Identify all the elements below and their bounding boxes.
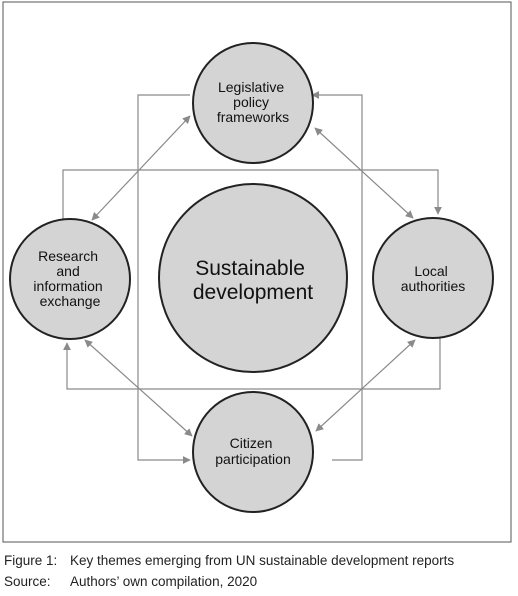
node-center-circle [158, 183, 348, 373]
connector-left-to-right-top-route [62, 169, 442, 220]
source-caption: Source: Authors’ own compilation, 2020 [4, 574, 257, 589]
node-right: Local authorities [372, 217, 494, 339]
connector-right-bottom-diagonal [315, 339, 416, 432]
source-caption-text: Authors’ own compilation, 2020 [70, 574, 258, 589]
connector-top-right-diagonal [314, 127, 414, 219]
node-left-circle [9, 218, 131, 340]
source-caption-key: Source: [4, 574, 51, 589]
diagram-frame [2, 1, 512, 543]
node-center-line-2: development [193, 281, 313, 304]
svg-text:Local authorities: Local authorities [401, 263, 466, 294]
node-top-circle [192, 42, 314, 164]
svg-text:Research and infor: Research and information exchange [33, 248, 106, 309]
figure-caption-key: Figure 1: [4, 553, 58, 568]
connector-top-to-bottom-left-route [137, 94, 191, 464]
svg-text:Sustainable development: Sustainable development [193, 257, 313, 304]
connector-top-left-diagonal [91, 115, 191, 221]
svg-text:Citizen participation: Citizen participation [215, 435, 291, 467]
node-left-line-3: information [33, 278, 102, 294]
node-left-line-2: and [56, 263, 79, 279]
node-left: Research and information exchange [9, 218, 131, 340]
node-bottom-line-1: Citizen [230, 435, 273, 451]
figure-caption-text: Key themes emerging from UN sustainable … [70, 553, 455, 568]
node-right-line-2: authorities [401, 278, 466, 294]
node-bottom: Citizen participation [192, 391, 314, 513]
figure-caption: Figure 1: Key themes emerging from UN sus… [4, 553, 454, 568]
node-bottom-circle [192, 391, 314, 513]
node-right-circle [372, 217, 494, 339]
node-bottom-line-2: participation [215, 451, 291, 467]
node-center: Sustainable development [158, 183, 348, 373]
connector-bottom-to-top-right-route [311, 91, 363, 461]
node-top-line-1: Legislative [218, 79, 284, 95]
svg-text:Legislative policy: Legislative policy frameworks [217, 79, 289, 125]
connector-right-to-left-bottom-route [63, 336, 441, 390]
connector-left-bottom-diagonal [84, 339, 193, 437]
node-top-line-2: policy [233, 94, 269, 110]
node-left-line-4: exchange [40, 293, 101, 309]
node-top: Legislative policy frameworks [192, 42, 314, 164]
node-left-line-1: Research [38, 248, 98, 264]
node-right-line-1: Local [414, 263, 447, 279]
node-center-line-1: Sustainable [195, 257, 305, 280]
node-top-line-3: frameworks [217, 109, 289, 125]
